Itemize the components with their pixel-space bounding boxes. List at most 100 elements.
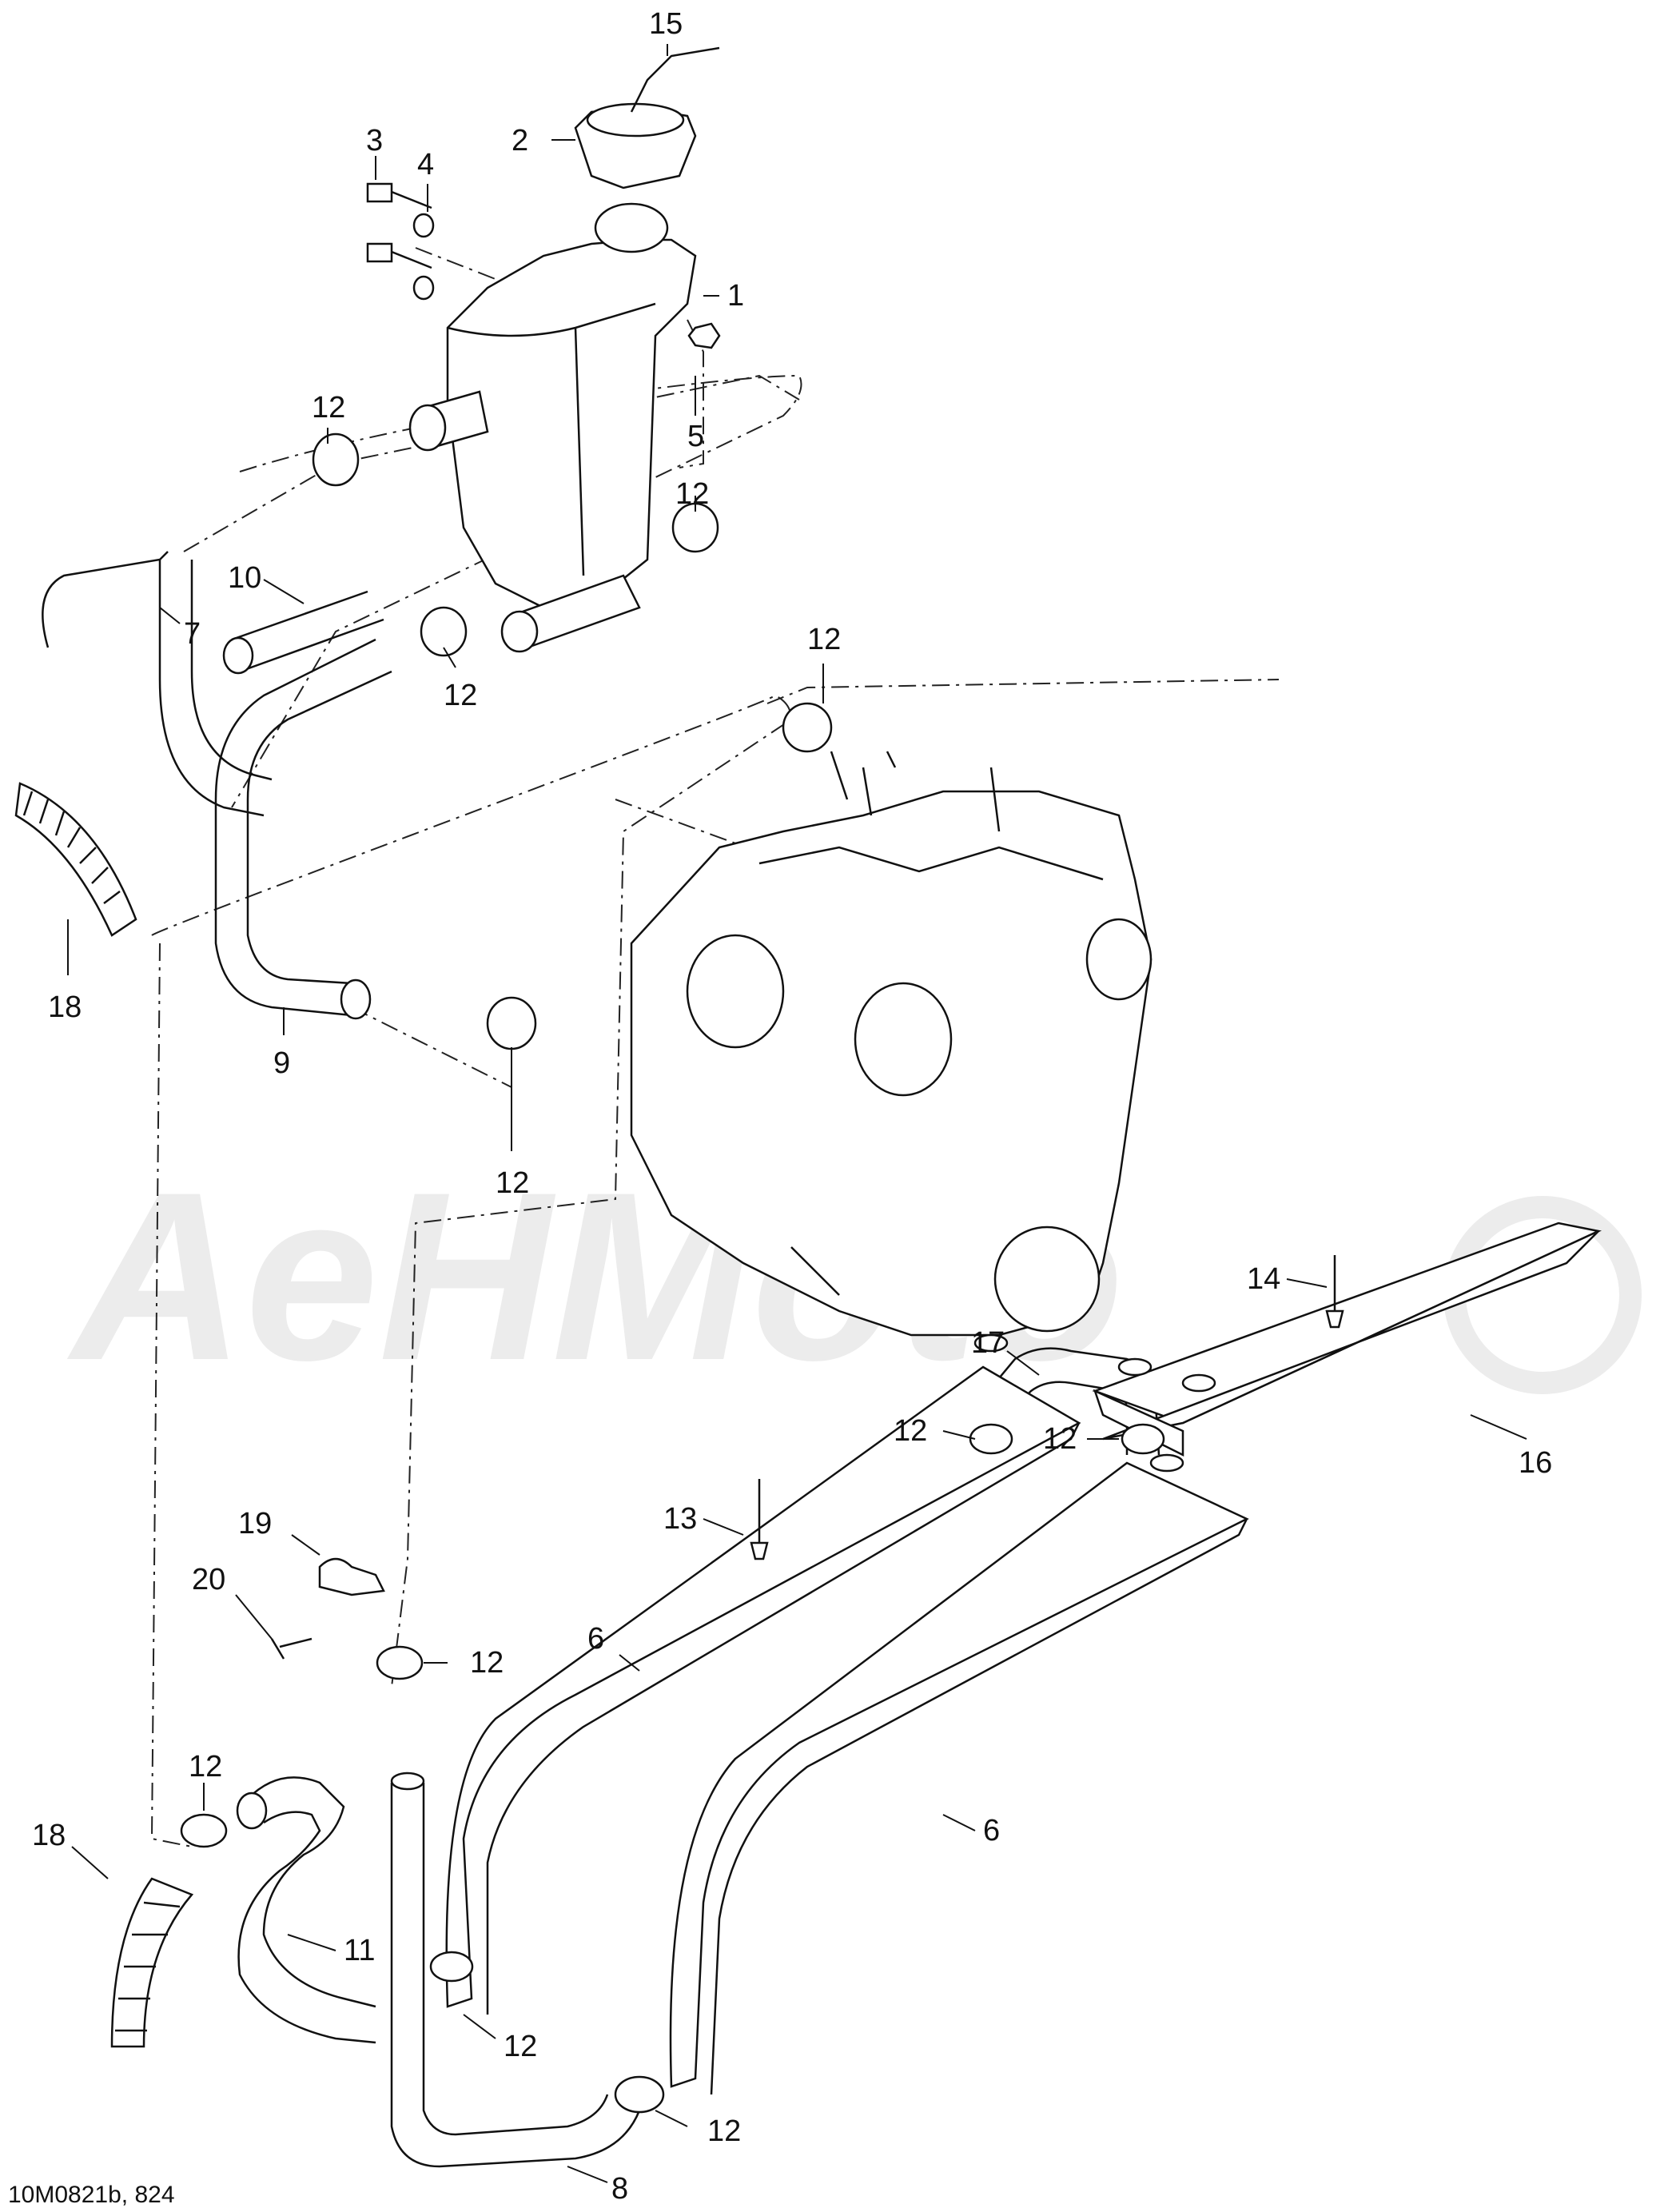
clamp-exchanger6-upper xyxy=(429,1951,474,1983)
clamp-tank-bottom xyxy=(420,606,468,657)
callout-17: 17 xyxy=(971,1326,1005,1360)
callout-12-k: 12 xyxy=(707,2114,741,2148)
callout-12-i: 12 xyxy=(189,1750,222,1784)
tank-seam xyxy=(574,327,585,576)
leader-17 xyxy=(1006,1350,1040,1376)
engine-water-pump xyxy=(993,1226,1101,1333)
clamp-tank-outlet xyxy=(312,432,360,487)
callout-12-a: 12 xyxy=(312,391,345,424)
clamp-hose11 xyxy=(180,1813,228,1848)
heat-exchanger-6-lower xyxy=(669,1453,1249,2095)
clamp-hose17-right xyxy=(1121,1423,1165,1455)
washer-upper xyxy=(412,213,435,238)
clamps xyxy=(180,432,1165,2114)
leader-12-j xyxy=(463,2014,496,2039)
callout-18-b: 18 xyxy=(32,1819,66,1852)
screw-20 xyxy=(270,1637,313,1660)
leader-19 xyxy=(291,1534,320,1556)
leader-14 xyxy=(1286,1278,1328,1288)
nut xyxy=(687,322,721,349)
engine-right-bore xyxy=(854,982,953,1097)
engine-left-bore xyxy=(686,934,785,1049)
rivet-14 xyxy=(1325,1255,1344,1329)
exchanger-6-lower-port xyxy=(1149,1453,1184,1473)
exchanger-6-upper-edge xyxy=(486,1422,1081,2015)
screw-shank-lower xyxy=(391,250,432,269)
dash-engine-top xyxy=(766,679,1280,704)
exchanger-6-upper-port xyxy=(973,1333,1009,1353)
leader-10 xyxy=(263,579,305,604)
callout-labels: 15 2 3 4 1 5 12 12 10 7 12 12 18 9 12 14… xyxy=(32,7,1552,2206)
dash-hose-9 xyxy=(351,1006,512,1088)
callout-12-e: 12 xyxy=(496,1166,529,1200)
vent-hose xyxy=(630,46,720,113)
clamp-hose8-top xyxy=(376,1645,424,1680)
hose-8-outline-a xyxy=(390,1783,641,2168)
callout-20: 20 xyxy=(192,1563,225,1596)
screw-head-upper xyxy=(366,182,393,203)
callout-6-a: 6 xyxy=(587,1622,604,1656)
callout-7: 7 xyxy=(184,617,201,651)
callout-13: 13 xyxy=(663,1502,697,1536)
sleeve-lower-body xyxy=(110,1877,194,2048)
exchanger-16-top xyxy=(1092,1222,1602,1425)
exchanger-16-port-b xyxy=(1181,1373,1216,1393)
callout-12-h: 12 xyxy=(470,1646,504,1680)
callout-9: 9 xyxy=(273,1046,290,1080)
callout-3: 3 xyxy=(366,124,383,157)
leader-7 xyxy=(159,607,181,624)
callout-10: 10 xyxy=(228,561,261,595)
sleeve-upper-body xyxy=(14,782,137,937)
callout-19: 19 xyxy=(238,1507,272,1540)
callout-5: 5 xyxy=(687,420,704,453)
callout-14: 14 xyxy=(1247,1262,1280,1296)
clamp-engine-top xyxy=(782,702,833,753)
hose-9-end xyxy=(340,978,372,1020)
engine-throttle-body xyxy=(1085,918,1153,1001)
leader-12-c xyxy=(443,647,456,668)
corrugated-sleeve-upper xyxy=(14,782,137,937)
leader-6-b xyxy=(942,1814,976,1831)
callout-12-b: 12 xyxy=(675,477,709,511)
leader-11 xyxy=(287,1934,336,1951)
leader-8 xyxy=(567,2166,608,2183)
washer-lower xyxy=(412,275,435,301)
exchanger-6-lower-body xyxy=(669,1461,1249,2088)
engine-head-line xyxy=(758,846,1104,881)
corrugated-sleeve-lower xyxy=(110,1877,194,2048)
clip-19 xyxy=(318,1557,385,1596)
callout-11: 11 xyxy=(344,1934,375,1967)
engine-block xyxy=(630,751,1153,1337)
dash-hose-7 xyxy=(183,374,800,552)
sleeve-lower-ribs xyxy=(115,1901,181,2032)
exchanger-6-upper-body xyxy=(445,1365,1081,2008)
rivet-13 xyxy=(750,1479,769,1560)
hose-10-end xyxy=(222,636,254,675)
fasteners xyxy=(366,182,721,349)
leader-16 xyxy=(1470,1414,1527,1440)
tank-body xyxy=(446,238,697,609)
clamp-engine-side xyxy=(486,996,537,1050)
hose-8-outline-b xyxy=(422,1783,609,2136)
callout-2: 2 xyxy=(512,124,528,157)
callout-12-c: 12 xyxy=(444,679,477,712)
engine-details xyxy=(790,751,897,1296)
hose-9-outline-b xyxy=(246,670,392,985)
clamp-hose17-left xyxy=(969,1423,1013,1455)
leader-lines xyxy=(67,44,1527,2183)
leader-18-b xyxy=(71,1846,109,1879)
leader-12-f xyxy=(942,1430,976,1440)
tank-shoulder xyxy=(447,302,656,337)
hose-8-end xyxy=(390,1772,425,1791)
callout-12-j: 12 xyxy=(504,2030,537,2063)
cap-top xyxy=(586,102,685,138)
callout-8: 8 xyxy=(611,2172,628,2206)
dash-left-vertical xyxy=(150,943,193,1847)
hose-7-top xyxy=(42,551,169,648)
hose-7-outline-a xyxy=(158,560,265,817)
clamp-hose8-bottom xyxy=(614,2075,665,2114)
screw-shank-upper xyxy=(391,190,432,209)
heat-exchanger-16 xyxy=(1092,1222,1602,1457)
leader-20 xyxy=(235,1594,273,1640)
